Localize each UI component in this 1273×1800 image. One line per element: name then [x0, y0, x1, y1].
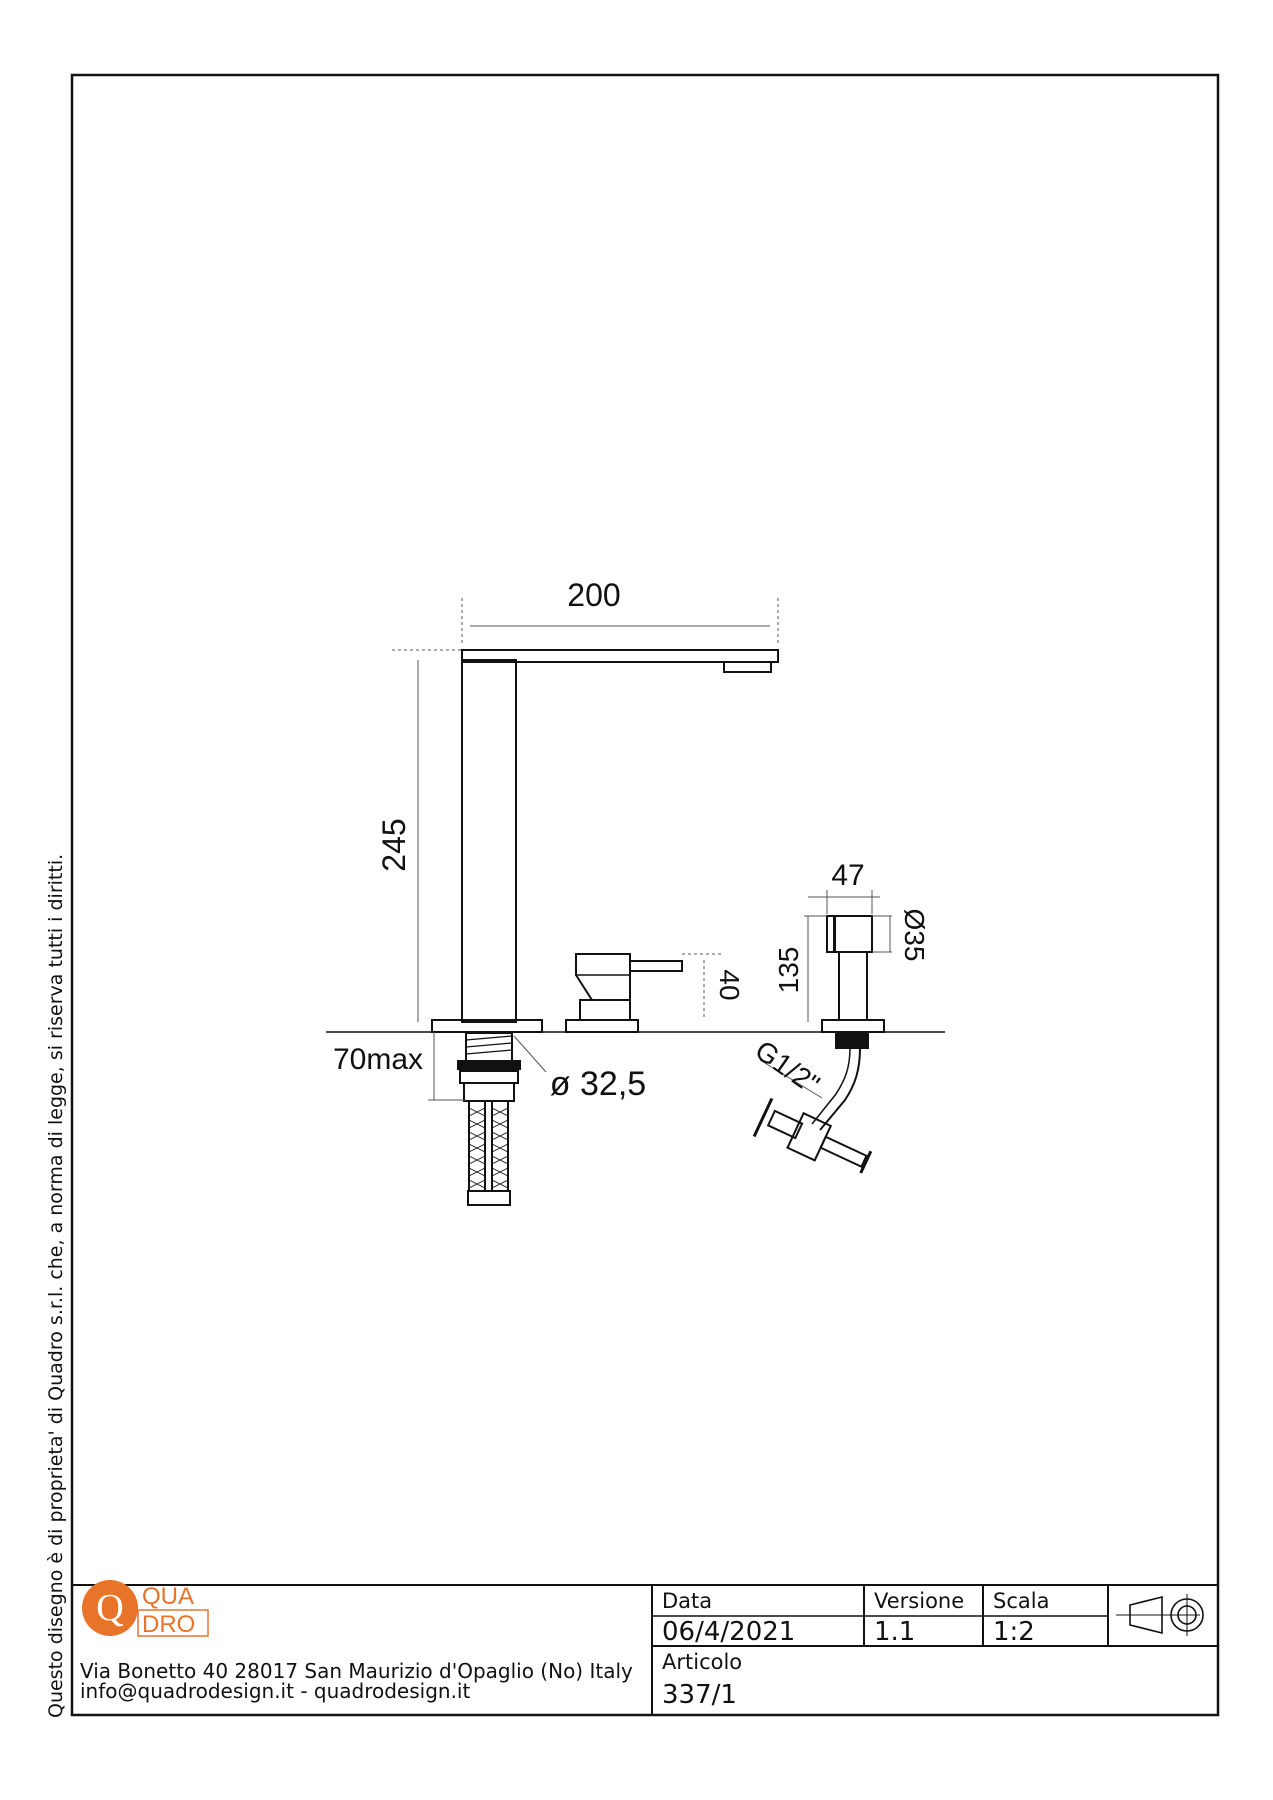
- dim-height: 245: [376, 818, 412, 871]
- hose-end-fitting: [467, 1190, 511, 1206]
- scale-label: Scala: [993, 1589, 1050, 1613]
- address-line: Via Bonetto 40 28017 San Maurizio d'Opag…: [80, 1659, 633, 1683]
- dim-shower-width: 47: [831, 859, 864, 892]
- dim-max-thickness: 70max: [333, 1043, 423, 1076]
- contact-line: info@quadrodesign.it - quadrodesign.it: [80, 1679, 471, 1703]
- dim-hole-diameter: ø 32,5: [550, 1065, 646, 1103]
- shower-holder-base: [821, 1019, 885, 1033]
- mixer-lever: [629, 960, 683, 972]
- hose-braid: [468, 1107, 509, 1189]
- logo-line1: QUA: [142, 1583, 194, 1610]
- dim-shower-height: 135: [773, 947, 804, 994]
- article-label: Articolo: [662, 1650, 743, 1674]
- dim-spout-length: 200: [567, 577, 620, 613]
- projection-symbol-icon: [1116, 1594, 1204, 1636]
- shower-holder: [838, 951, 868, 1021]
- shower-head-side: [826, 915, 836, 953]
- version-label: Versione: [874, 1589, 965, 1613]
- fixing-nut: [459, 1070, 519, 1084]
- scale-value: 1:2: [993, 1617, 1035, 1647]
- title-block-lines: [72, 1584, 1218, 1715]
- logo-line2: DRO: [142, 1611, 195, 1638]
- dim-shower-diameter: Ø35: [899, 909, 930, 962]
- article-value: 337/1: [662, 1680, 737, 1710]
- dim-mixer-height: 40: [714, 969, 745, 1000]
- mixer-body: [575, 953, 631, 1001]
- dimension-labels: 200 245 40 47 Ø35 135 70max ø 32,5 G1/2": [333, 577, 930, 1103]
- shower-hose: [819, 1047, 861, 1131]
- dimension-lines: [392, 598, 892, 1101]
- shower-head: [833, 915, 873, 953]
- dim-thread: G1/2": [750, 1034, 826, 1100]
- faucet-spout: [461, 649, 779, 663]
- mixer-ring: [579, 999, 631, 1021]
- faucet-column: [461, 659, 517, 1023]
- spout-aerator: [723, 661, 772, 673]
- angle-valve: [752, 1097, 873, 1174]
- drawing-frame: [70, 73, 1220, 1717]
- fixing-nut-lower: [463, 1082, 515, 1102]
- logo-letter: Q: [96, 1587, 123, 1629]
- shower-thread-nut: [835, 1033, 869, 1049]
- shower-hose-inner: [811, 1047, 851, 1125]
- date-value: 06/4/2021: [662, 1617, 796, 1647]
- version-value: 1.1: [874, 1617, 916, 1647]
- copyright-note: Questo disegno è di proprieta' di Quadro…: [45, 853, 67, 1718]
- faucet-drawing: [326, 649, 945, 1206]
- shank-threads: [465, 1035, 513, 1055]
- quadro-logo: Q QUA DRO: [82, 1580, 209, 1638]
- date-label: Data: [662, 1589, 713, 1613]
- fixing-washer: [457, 1060, 521, 1070]
- mixer-base: [565, 1019, 639, 1033]
